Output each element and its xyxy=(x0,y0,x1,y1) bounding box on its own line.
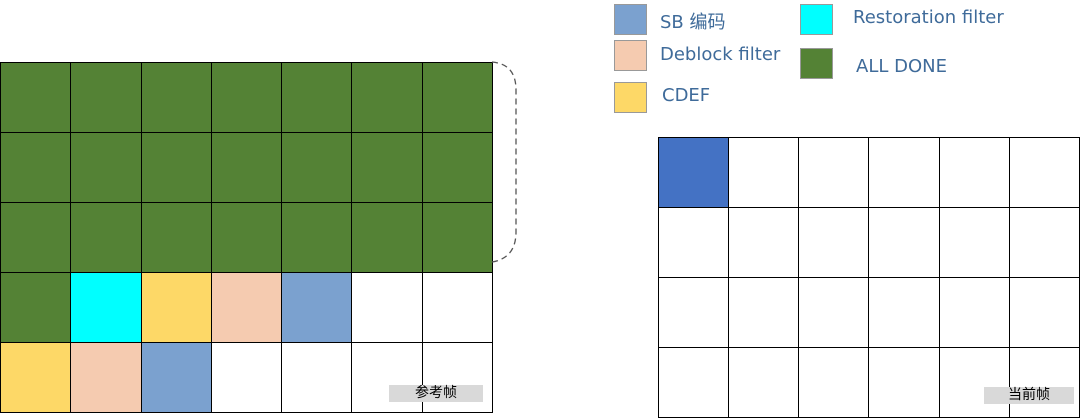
reference-sb-cell-all-done xyxy=(282,203,352,272)
bracket-icon xyxy=(491,61,517,263)
reference-sb-cell-all-done xyxy=(282,133,352,202)
reference-frame-grid xyxy=(0,62,493,413)
current-sb-cell-empty xyxy=(1009,138,1079,207)
current-sb-cell-empty xyxy=(1009,348,1079,417)
current-frame-grid xyxy=(658,137,1080,418)
current-sb-cell-empty xyxy=(799,348,869,417)
sb-encode-swatch xyxy=(614,4,647,35)
current-sb-cell-empty xyxy=(869,138,939,207)
current-sb-cell-empty xyxy=(729,278,799,347)
reference-sb-cell-empty xyxy=(282,343,352,412)
reference-sb-cell-all-done xyxy=(71,203,141,272)
current-sb-cell-empty xyxy=(799,208,869,277)
reference-sb-cell-all-done xyxy=(1,63,71,132)
current-sb-cell-empty xyxy=(1009,278,1079,347)
legend-label-all-done: ALL DONE xyxy=(856,56,947,77)
reference-sb-cell-all-done xyxy=(141,203,211,272)
reference-sb-cell-empty xyxy=(422,273,492,342)
reference-sb-cell-all-done xyxy=(1,203,71,272)
reference-sb-cell-all-done xyxy=(1,273,71,342)
current-frame-label: 当前帧 xyxy=(984,387,1074,404)
legend-label-restoration: Restoration filter xyxy=(853,7,1004,28)
current-sb-cell-empty xyxy=(1009,208,1079,277)
cdef-swatch xyxy=(614,82,647,113)
reference-sb-cell-all-done xyxy=(422,133,492,202)
reference-sb-cell-sb-encode xyxy=(282,273,352,342)
reference-sb-cell-empty xyxy=(211,343,282,412)
legend-label-deblock: Deblock filter xyxy=(660,44,781,65)
reference-sb-cell-all-done xyxy=(141,133,211,202)
reference-sb-cell-sb-encode xyxy=(141,343,211,412)
current-sb-cell-empty xyxy=(869,278,939,347)
current-sb-cell-empty xyxy=(799,278,869,347)
current-sb-cell-empty xyxy=(659,348,729,417)
reference-sb-cell-all-done xyxy=(352,203,422,272)
reference-sb-cell-deblock xyxy=(71,343,141,412)
legend-label-cdef: CDEF xyxy=(662,85,711,106)
reference-sb-cell-all-done xyxy=(211,63,282,132)
restoration-swatch xyxy=(800,4,833,35)
reference-sb-cell-all-done xyxy=(352,63,422,132)
reference-sb-cell-all-done xyxy=(71,63,141,132)
reference-sb-cell-all-done xyxy=(352,133,422,202)
current-sb-cell-empty xyxy=(729,138,799,207)
current-sb-cell-current-sb xyxy=(659,138,729,207)
reference-sb-cell-all-done xyxy=(211,203,282,272)
reference-sb-cell-all-done xyxy=(1,133,71,202)
current-sb-cell-empty xyxy=(729,208,799,277)
current-sb-cell-empty xyxy=(939,208,1009,277)
reference-sb-cell-deblock xyxy=(211,273,282,342)
current-sb-cell-empty xyxy=(659,208,729,277)
current-sb-cell-empty xyxy=(869,208,939,277)
reference-sb-cell-cdef xyxy=(1,343,71,412)
legend-label-sb-encode: SB 编码 xyxy=(660,12,726,33)
reference-sb-cell-all-done xyxy=(422,203,492,272)
reference-sb-cell-all-done xyxy=(71,133,141,202)
reference-sb-cell-all-done xyxy=(282,63,352,132)
current-sb-cell-empty xyxy=(729,348,799,417)
current-sb-cell-empty xyxy=(799,138,869,207)
reference-sb-cell-empty xyxy=(352,273,422,342)
reference-sb-cell-all-done xyxy=(141,63,211,132)
all-done-swatch xyxy=(800,48,833,79)
current-sb-cell-empty xyxy=(939,278,1009,347)
reference-sb-cell-all-done xyxy=(422,63,492,132)
current-sb-cell-empty xyxy=(869,348,939,417)
deblock-swatch xyxy=(614,40,647,71)
current-sb-cell-empty xyxy=(939,138,1009,207)
reference-sb-cell-cdef xyxy=(141,273,211,342)
current-sb-cell-empty xyxy=(939,348,1009,417)
reference-sb-cell-restoration xyxy=(71,273,141,342)
reference-sb-cell-all-done xyxy=(211,133,282,202)
reference-frame-label: 参考帧 xyxy=(389,385,483,402)
current-sb-cell-empty xyxy=(659,278,729,347)
